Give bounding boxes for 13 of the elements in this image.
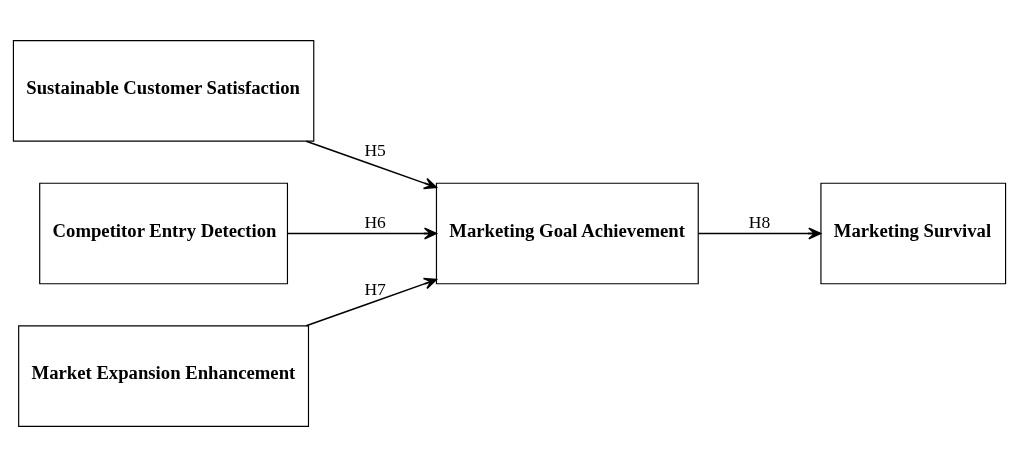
edge-label: H7 bbox=[364, 278, 386, 299]
edge-label: H8 bbox=[748, 211, 771, 232]
edge-label: H5 bbox=[364, 139, 386, 160]
edge-label: H6 bbox=[364, 211, 386, 232]
node-box: Marketing Survival bbox=[820, 182, 1007, 284]
arrow bbox=[305, 277, 438, 327]
node-box: Competitor Entry Detection bbox=[39, 182, 289, 284]
arrow bbox=[287, 227, 438, 239]
node-box: Market Expansion Enhancement bbox=[18, 324, 310, 427]
arrow bbox=[305, 139, 438, 189]
node-box: Sustainable Customer Satisfaction bbox=[12, 39, 315, 142]
arrow bbox=[697, 227, 822, 239]
node-box: Marketing Goal Achievement bbox=[435, 182, 699, 284]
